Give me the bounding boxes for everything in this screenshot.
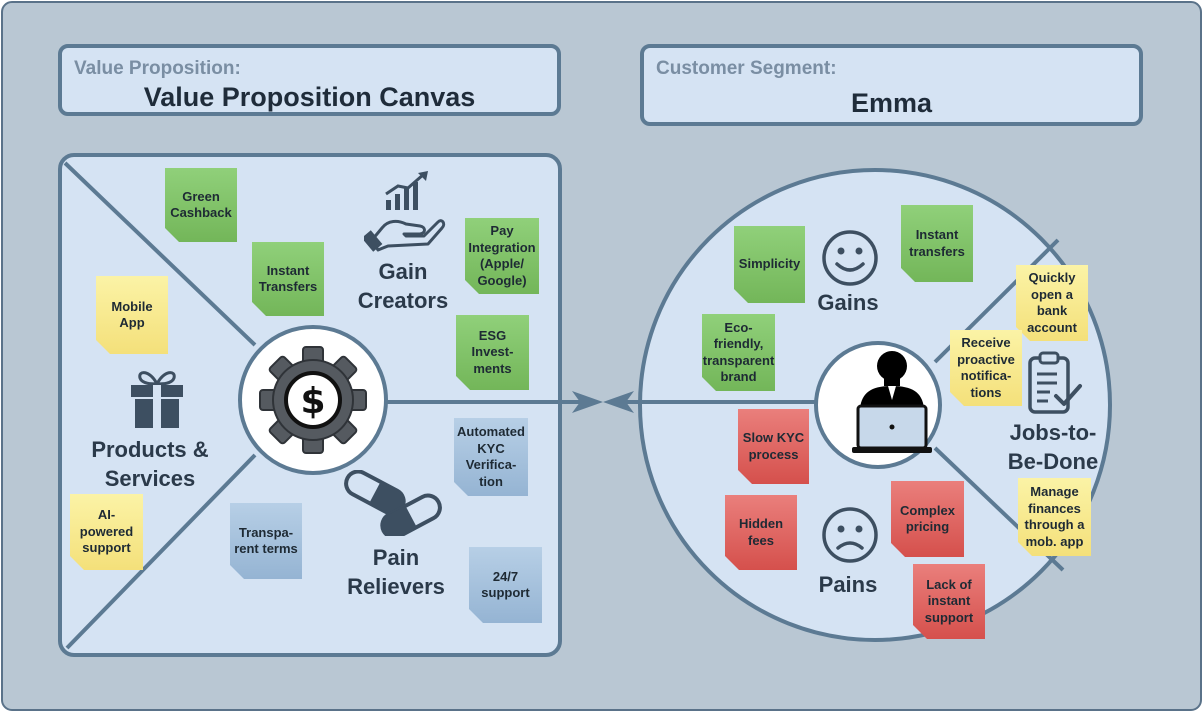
note-slow-kyc: Slow KYC process (738, 409, 809, 484)
jobs-to-be-done-title: Jobs-to- Be-Done (1007, 420, 1099, 474)
value-proposition-header: Value Proposition: Value Proposition Can… (58, 44, 561, 116)
fit-arrow-left (603, 391, 634, 413)
smiley-face-icon (822, 230, 878, 286)
svg-text:$: $ (300, 381, 325, 422)
dollar-gear-icon: $ (259, 346, 367, 454)
pill-capsules-icon (344, 470, 442, 536)
gift-box-icon (131, 371, 183, 428)
value-map-divider-top (63, 161, 257, 347)
note-mobile-app: Mobile App (96, 276, 168, 354)
value-proposition-title: Value Proposition Canvas (143, 82, 476, 112)
pain-relievers-title: Pain Relievers (347, 545, 445, 599)
note-instant-transfers: Instant Transfers (252, 242, 324, 316)
gains-title: Gains (817, 290, 879, 315)
note-manage-finances: Manage finances through a mob. app (1018, 478, 1091, 556)
note-pay-integration: Pay Integration (Apple/ Google) (465, 218, 539, 294)
customer-segment-header: Customer Segment: Emma (640, 44, 1143, 126)
products-services-title: Products & Services (91, 437, 209, 491)
clipboard-checklist-icon (1028, 351, 1082, 414)
note-hidden-fees: Hidden fees (725, 495, 797, 570)
note-receive-notifications: Receive proactive notifica-tions (950, 330, 1022, 406)
pains-title: Pains (818, 572, 878, 597)
fit-arrow-right (572, 391, 603, 413)
note-lack-instant-support: Lack of instant support (913, 564, 985, 639)
note-green-cashback: Green Cashback (165, 168, 237, 242)
note-ai-powered-support: AI-powered support (70, 494, 143, 570)
note-complex-pricing: Complex pricing (891, 481, 964, 557)
customer-segment-title: Emma (850, 88, 933, 118)
note-automated-kyc: Automated KYC Verifica-tion (454, 418, 528, 496)
note-esg-investments: ESG Invest-ments (456, 315, 529, 390)
note-instant-transfers-gain: Instant transfers (901, 205, 973, 282)
gain-creators-title: Gain Creators (357, 259, 449, 313)
hand-growth-chart-icon (364, 171, 446, 252)
value-map-divider-bottom (65, 453, 257, 650)
value-proposition-label: Value Proposition: (74, 58, 241, 79)
note-eco-friendly-brand: Eco-friendly, transparent brand (702, 314, 775, 391)
customer-segment-label: Customer Segment: (656, 58, 837, 79)
sad-face-icon (822, 507, 878, 563)
person-laptop-icon (852, 351, 932, 453)
note-transparent-terms: Transpa-rent terms (230, 503, 302, 579)
note-simplicity: Simplicity (734, 226, 805, 303)
note-open-bank-account: Quickly open a bank account (1016, 265, 1088, 341)
note-24-7-support: 24/7 support (469, 547, 542, 623)
